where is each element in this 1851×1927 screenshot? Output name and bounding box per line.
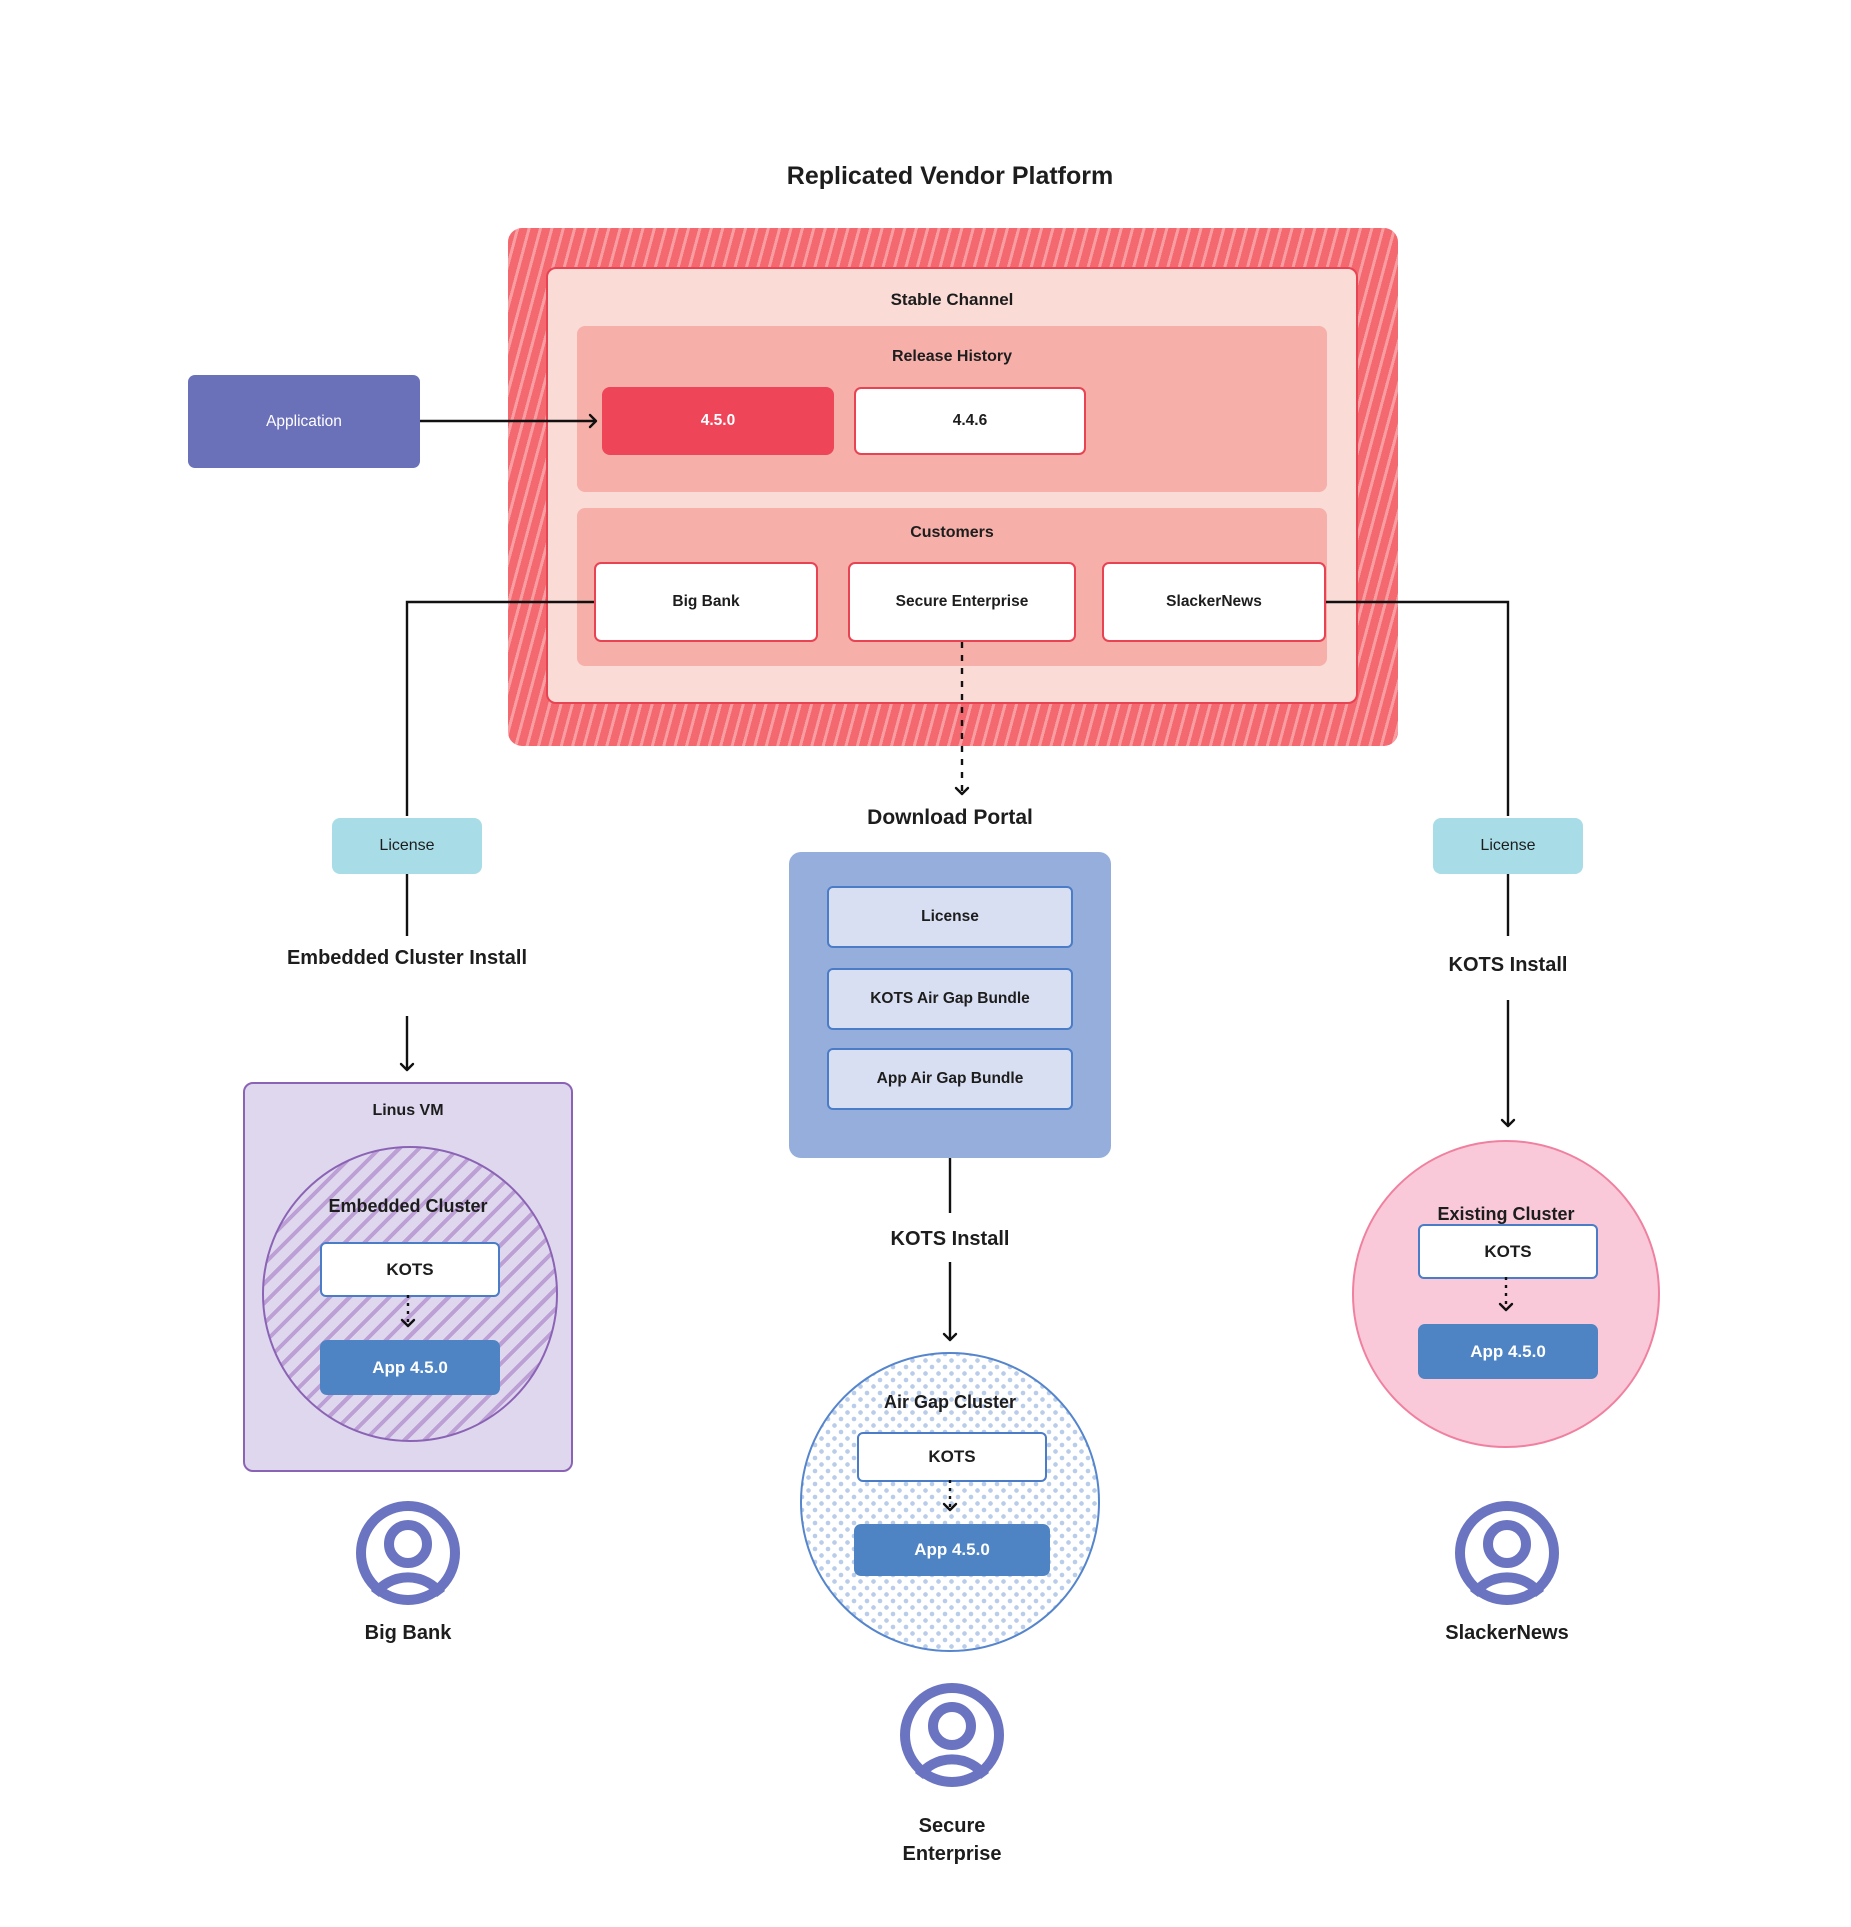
- customer-slackernews: SlackerNews: [1102, 562, 1326, 642]
- application-box: Application: [188, 375, 420, 468]
- customers-label: Customers: [910, 524, 994, 541]
- person-icon-slackernews: [1455, 1501, 1559, 1605]
- download-portal-label: Download Portal: [867, 806, 1033, 829]
- download-portal-box: License KOTS Air Gap Bundle App Air Gap …: [789, 852, 1111, 1158]
- persona-label-big-bank: Big Bank: [364, 1622, 452, 1644]
- kots-box-center: KOTS: [857, 1432, 1047, 1482]
- release-history-label: Release History: [891, 348, 1013, 365]
- embedded-cluster-label: Embedded Cluster: [328, 1196, 488, 1216]
- existing-cluster-circle: Existing Cluster KOTS App 4.5.0: [1352, 1140, 1660, 1448]
- air-gap-cluster-circle: Air Gap Cluster KOTS App 4.5.0: [800, 1352, 1100, 1652]
- embedded-cluster-install-label: Embedded Cluster Install: [286, 947, 528, 969]
- stable-channel-label: Stable Channel: [890, 290, 1014, 309]
- kots-box-right: KOTS: [1418, 1224, 1598, 1279]
- release-version-current: 4.5.0: [602, 387, 834, 455]
- app-box-center: App 4.5.0: [854, 1524, 1050, 1576]
- kots-box-left: KOTS: [320, 1242, 500, 1297]
- license-badge-left: License: [332, 818, 482, 874]
- customer-big-bank: Big Bank: [594, 562, 818, 642]
- portal-item-app-airgap-bundle: App Air Gap Bundle: [827, 1048, 1073, 1110]
- persona-label-secure-enterprise: Secure Enterprise: [902, 1815, 1002, 1865]
- air-gap-cluster-label: Air Gap Cluster: [883, 1392, 1017, 1412]
- portal-item-kots-airgap-bundle: KOTS Air Gap Bundle: [827, 968, 1073, 1030]
- kots-install-label-center: KOTS Install: [890, 1228, 1010, 1250]
- customer-secure-enterprise: Secure Enterprise: [848, 562, 1076, 642]
- portal-item-license: License: [827, 886, 1073, 948]
- page-title: Replicated Vendor Platform: [786, 162, 1114, 190]
- person-icon-big-bank: [356, 1501, 460, 1605]
- persona-label-slackernews: SlackerNews: [1445, 1622, 1569, 1644]
- kots-install-label-right: KOTS Install: [1448, 954, 1568, 976]
- linus-vm-box: Linus VM Embedded Cluster KOTS App 4.5.0: [243, 1082, 573, 1472]
- person-icon-secure-enterprise: [900, 1683, 1004, 1787]
- release-version-previous: 4.4.6: [854, 387, 1086, 455]
- existing-cluster-label: Existing Cluster: [1437, 1204, 1575, 1224]
- license-badge-right: License: [1433, 818, 1583, 874]
- app-box-right: App 4.5.0: [1418, 1324, 1598, 1379]
- app-box-left: App 4.5.0: [320, 1340, 500, 1395]
- linus-vm-label: Linus VM: [372, 1102, 444, 1119]
